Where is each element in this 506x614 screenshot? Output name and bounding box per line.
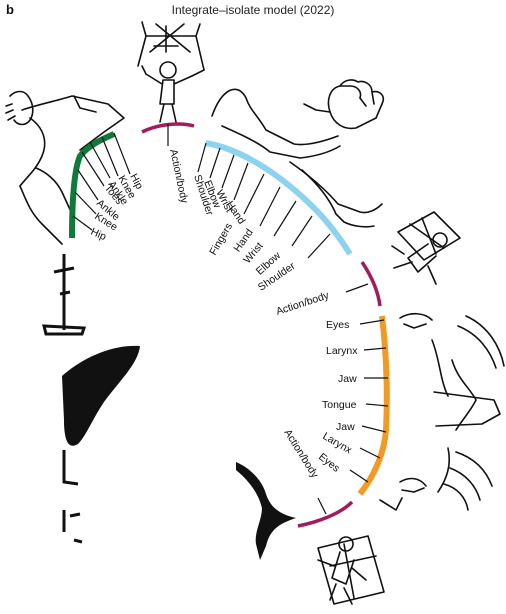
face-icon bbox=[379, 312, 505, 511]
action-body-segment-top bbox=[141, 122, 195, 134]
action-body-segment-bottom bbox=[297, 500, 354, 528]
marionette-icon bbox=[317, 535, 385, 605]
figure-title: Integrate–isolate model (2022) bbox=[171, 3, 335, 17]
label-face-jaw-bottom: Jaw bbox=[336, 421, 355, 433]
brain-slice-icon bbox=[42, 254, 296, 560]
label-leg-hip-bottom: Hip bbox=[89, 226, 108, 243]
label-face-tongue: Tongue bbox=[322, 399, 357, 411]
label-face-jaw-top: Jaw bbox=[338, 373, 357, 385]
label-face-eyes-top: Eyes bbox=[326, 319, 349, 331]
foot-icon bbox=[5, 90, 125, 245]
label-action-body-bottom: Action/body bbox=[281, 427, 321, 481]
leg-segment bbox=[69, 131, 116, 239]
arm-segment bbox=[205, 140, 353, 256]
hand-icon bbox=[303, 79, 385, 130]
marionette-icon bbox=[391, 211, 461, 285]
action-body-segment-mid bbox=[360, 261, 382, 307]
face-segment bbox=[357, 315, 390, 496]
arm-icon bbox=[211, 88, 383, 228]
arm-labels: Shoulder Elbow Wrist Hand Fingers Hand W… bbox=[191, 173, 298, 293]
label-action-body-mid: Action/body bbox=[275, 289, 332, 318]
tick-marks bbox=[72, 124, 389, 515]
label-face-larynx-top: Larynx bbox=[326, 345, 358, 357]
face-labels: Eyes Larynx Jaw Tongue Jaw Larynx Eyes bbox=[316, 319, 358, 475]
label-arm-fingers: Fingers bbox=[207, 221, 235, 257]
label-action-body-top: Action/body bbox=[167, 148, 190, 205]
marionette-icon bbox=[137, 21, 205, 123]
panel-letter: b bbox=[6, 2, 14, 17]
leg-labels: Hip Knee Ankle Toes Ankle Knee Hip bbox=[89, 172, 146, 243]
